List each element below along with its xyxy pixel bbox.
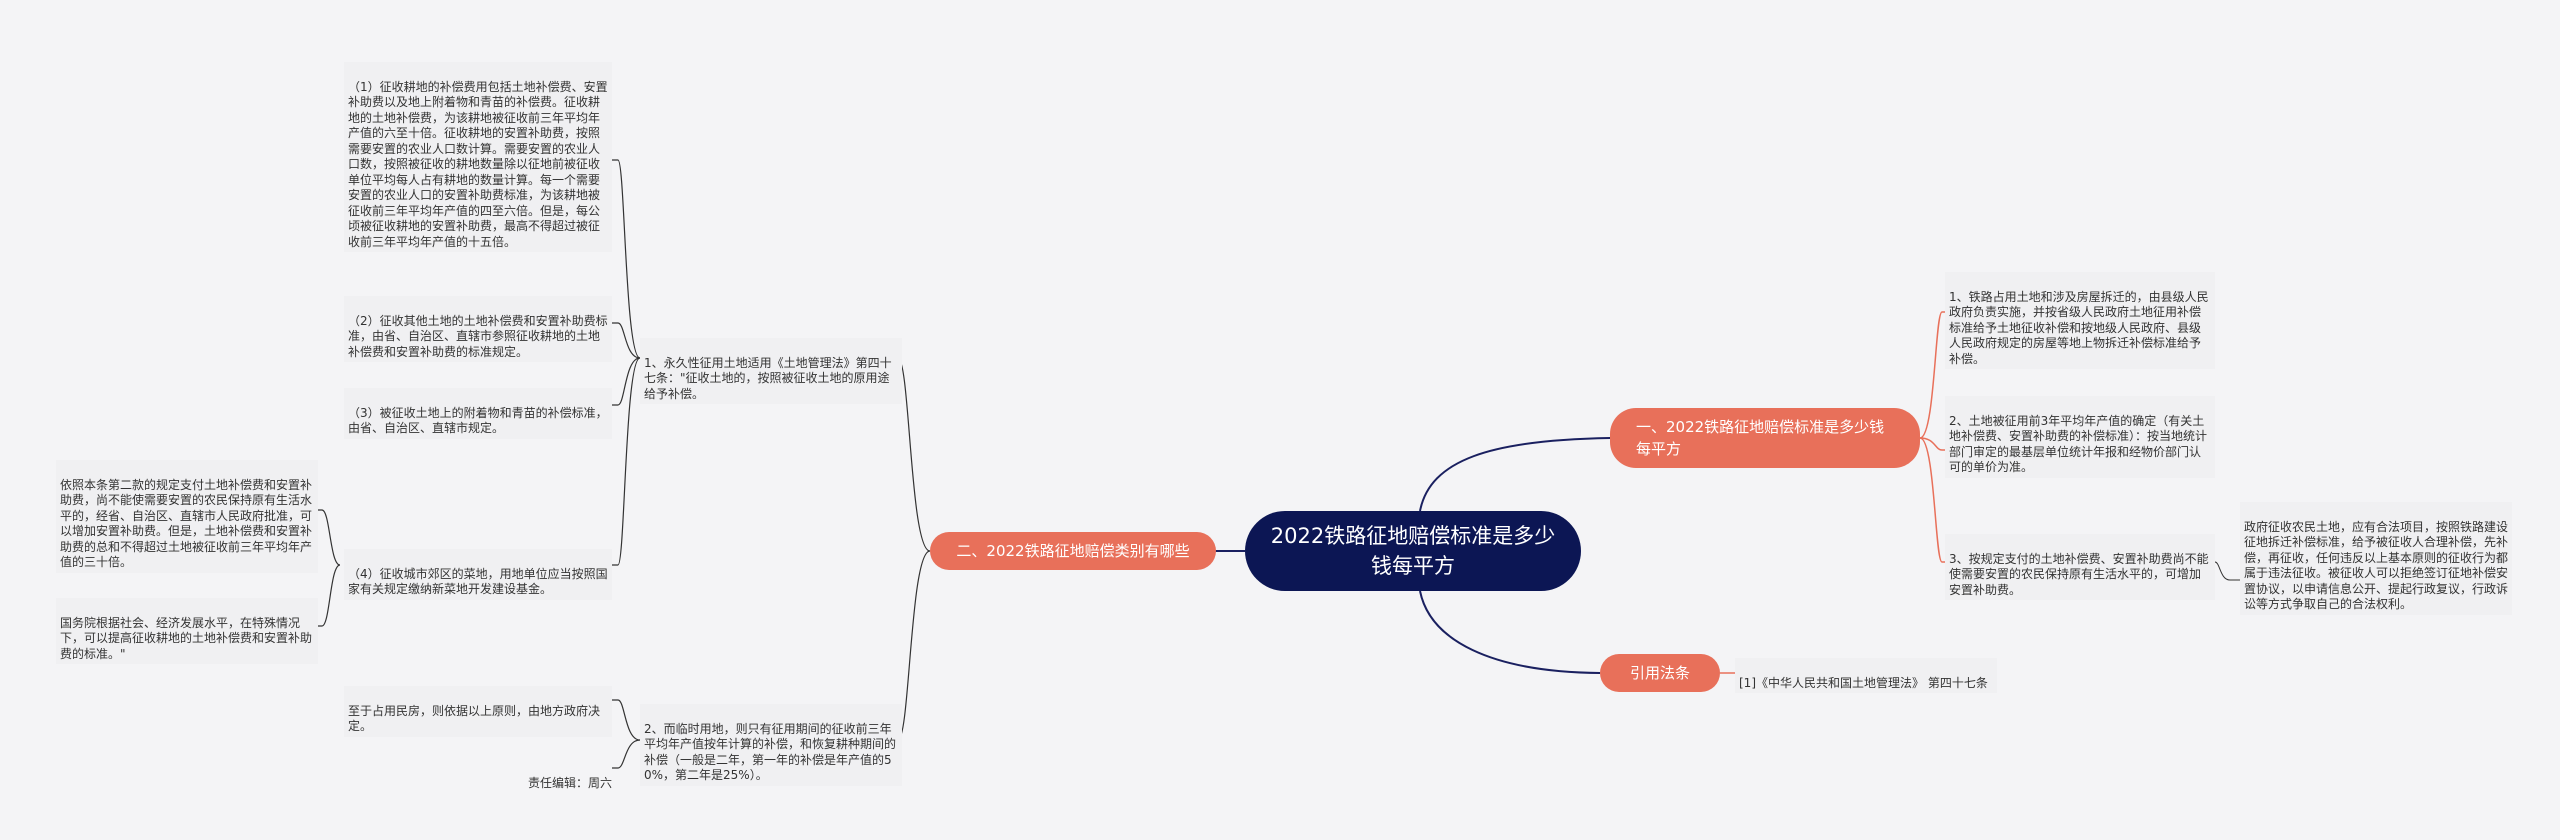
leaf-left-item2-sub[interactable]: 至于占用民房，则依据以上原则，由地方政府决定。	[344, 686, 612, 737]
leaf-left-sub-1-text: （1）征收耕地的补偿费用包括土地补偿费、安置补助费以及地上附着物和青苗的补偿费。…	[348, 79, 608, 249]
branch-citation-label: 引用法条	[1629, 664, 1690, 682]
center-topic[interactable]: 2022铁路征地赔偿标准是多少钱每平方	[1245, 511, 1581, 591]
leaf-rt-item-2-text: 2、土地被征用前3年平均年产值的确定（有关土地补偿费、安置补助费的补偿标准）：按…	[1949, 413, 2208, 475]
link-rt-item1	[1919, 311, 1945, 439]
leaf-left-item-2[interactable]: 2、而临时用地，则只有征用期间的征收前三年平均年产值按年计算的补偿，和恢复耕种期…	[640, 704, 902, 786]
link-li1-sub4	[612, 357, 641, 566]
branch-standard-amount[interactable]: 一、2022铁路征地赔偿标准是多少钱每平方	[1610, 408, 1920, 468]
leaf-left-item-1-text: 1、永久性征用土地适用《土地管理法》第四十七条："征收土地的，按照被征收土地的原…	[644, 355, 892, 401]
link-sub4-deep1	[318, 509, 341, 566]
leaf-rt-item-3-sub[interactable]: 政府征收农民土地，应有合法项目，按照铁路建设征地拆迁补偿标准，给予被征收人合理补…	[2240, 502, 2512, 615]
leaf-left-deep-1[interactable]: 依照本条第二款的规定支付土地补偿费和安置补助费，尚不能使需要安置的农民保持原有生…	[56, 460, 318, 573]
leaf-left-sub-4-text: （4）征收城市郊区的菜地，用地单位应当按照国家有关规定缴纳新菜地开发建设基金。	[348, 566, 608, 597]
leaf-left-sub-1[interactable]: （1）征收耕地的补偿费用包括土地补偿费、安置补助费以及地上附着物和青苗的补偿费。…	[344, 62, 612, 252]
link-li1-sub3	[612, 357, 641, 406]
leaf-left-sub-2-text: （2）征收其他土地的土地补偿费和安置补助费标准，由省、自治区、直辖市参照征收耕地…	[348, 313, 608, 359]
center-topic-label: 2022铁路征地赔偿标准是多少钱每平方	[1270, 524, 1556, 578]
leaf-rt-item-1-text: 1、铁路占用土地和涉及房屋拆迁的，由县级人民政府负责实施，并按省级人民政府土地征…	[1949, 289, 2209, 366]
leaf-left-sub-4[interactable]: （4）征收城市郊区的菜地，用地单位应当按照国家有关规定缴纳新菜地开发建设基金。	[344, 549, 612, 600]
leaf-rt-item-2[interactable]: 2、土地被征用前3年平均年产值的确定（有关土地补偿费、安置补助费的补偿标准）：按…	[1945, 396, 2215, 478]
branch-standard-amount-label: 一、2022铁路征地赔偿标准是多少钱每平方	[1636, 418, 1885, 458]
leaf-citation-text: [1]《中华人民共和国土地管理法》 第四十七条	[1739, 675, 1988, 690]
leaf-left-sub-3-text: （3）被征收土地上的附着物和青苗的补偿标准，由省、自治区、直辖市规定。	[348, 405, 608, 436]
link-rt-item3-sub	[2214, 561, 2240, 581]
link-rt-item3	[1919, 437, 1945, 563]
leaf-rt-item-1[interactable]: 1、铁路占用土地和涉及房屋拆迁的，由县级人民政府负责实施，并按省级人民政府土地征…	[1945, 272, 2215, 369]
leaf-left-sub-2[interactable]: （2）征收其他土地的土地补偿费和安置补助费标准，由省、自治区、直辖市参照征收耕地…	[344, 296, 612, 362]
link-li2-sub1	[612, 699, 641, 741]
link-li2-editor	[612, 739, 641, 769]
leaf-rt-item-3[interactable]: 3、按规定支付的土地补偿费、安置补助费尚不能使需要安置的农民保持原有生活水平的，…	[1945, 534, 2215, 600]
link-li1-sub2	[612, 322, 641, 359]
leaf-rt-item-3-sub-text: 政府征收农民土地，应有合法项目，按照铁路建设征地拆迁补偿标准，给予被征收人合理补…	[2244, 519, 2509, 612]
link-center-right-bottom	[1419, 590, 1601, 674]
leaf-left-sub-3[interactable]: （3）被征收土地上的附着物和青苗的补偿标准，由省、自治区、直辖市规定。	[344, 388, 612, 439]
leaf-rt-item-3-text: 3、按规定支付的土地补偿费、安置补助费尚不能使需要安置的农民保持原有生活水平的，…	[1949, 551, 2209, 597]
leaf-left-deep-1-text: 依照本条第二款的规定支付土地补偿费和安置补助费，尚不能使需要安置的农民保持原有生…	[60, 477, 313, 570]
leaf-left-item2-sub-text: 至于占用民房，则依据以上原则，由地方政府决定。	[348, 703, 601, 734]
link-center-right-top	[1419, 437, 1611, 512]
link-sub4-deep2	[318, 564, 341, 627]
editor-credit: 责任编辑：周六	[510, 760, 612, 791]
editor-credit-text: 责任编辑：周六	[527, 775, 612, 790]
leaf-left-deep-2[interactable]: 国务院根据社会、经济发展水平，在特殊情况下，可以提高征收耕地的土地补偿费和安置补…	[56, 598, 318, 664]
link-li1-sub1	[612, 159, 641, 359]
leaf-left-item-2-text: 2、而临时用地，则只有征用期间的征收前三年平均年产值按年计算的补偿，和恢复耕种期…	[644, 721, 897, 783]
leaf-left-item-1[interactable]: 1、永久性征用土地适用《土地管理法》第四十七条："征收土地的，按照被征收土地的原…	[640, 338, 902, 404]
branch-categories-label: 二、2022铁路征地赔偿类别有哪些	[956, 542, 1190, 560]
link-rt-item2	[1919, 437, 1945, 451]
branch-citation[interactable]: 引用法条	[1600, 654, 1720, 692]
branch-categories[interactable]: 二、2022铁路征地赔偿类别有哪些	[930, 532, 1216, 570]
leaf-left-deep-2-text: 国务院根据社会、经济发展水平，在特殊情况下，可以提高征收耕地的土地补偿费和安置补…	[60, 615, 313, 661]
leaf-citation[interactable]: [1]《中华人民共和国土地管理法》 第四十七条	[1735, 658, 1997, 693]
